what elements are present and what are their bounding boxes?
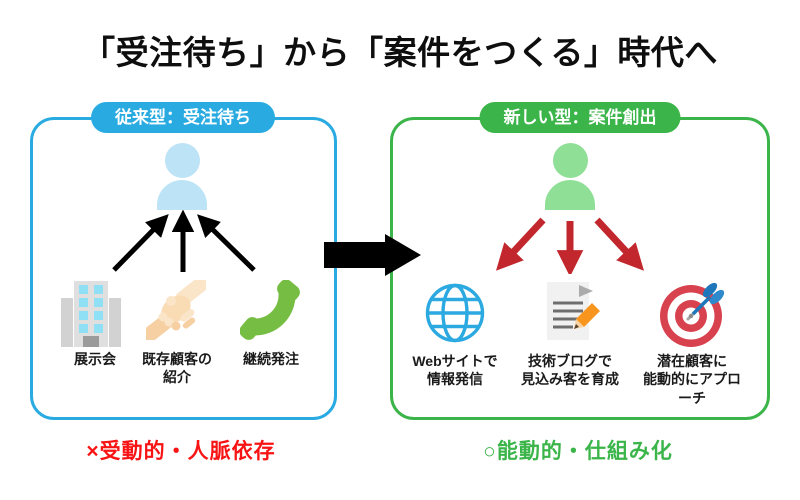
- flow-arrow-icon: [324, 234, 421, 276]
- item-label: 技術ブログで 見込み客を育成: [521, 353, 619, 388]
- document-pencil-icon: [547, 282, 600, 340]
- item-label: 展示会: [74, 351, 116, 367]
- handshake-icon: [146, 280, 206, 340]
- person-head: [164, 143, 200, 178]
- page-title: 「受注待ち」から「案件をつくる」時代へ: [82, 34, 718, 71]
- person-torso: [545, 180, 595, 210]
- new-model-caption: ○能動的・仕組み化: [483, 440, 673, 463]
- phone-icon: [240, 280, 300, 340]
- new-model-panel-header: 新しい型：案件創出: [479, 102, 681, 133]
- person-head: [552, 143, 588, 178]
- inbound-arrows-icon: [112, 210, 256, 272]
- person-icon: [157, 143, 207, 210]
- traditional-panel-header: 従来型：受注待ち: [91, 102, 275, 133]
- building-icon: [61, 281, 121, 347]
- person-icon: [545, 143, 595, 210]
- target-dart-icon: [660, 282, 725, 347]
- traditional-caption: ×受動的・人脈依存: [86, 440, 276, 463]
- item-label: 潜在顧客に 能動的にアプローチ: [643, 353, 741, 406]
- person-torso: [157, 180, 207, 210]
- item-label: 既存顧客の 紹介: [142, 351, 212, 386]
- globe-icon: [425, 283, 485, 343]
- item-label: Webサイトで 情報発信: [412, 353, 498, 388]
- item-label: 継続発注: [243, 351, 299, 367]
- outbound-arrows-icon: [496, 217, 644, 274]
